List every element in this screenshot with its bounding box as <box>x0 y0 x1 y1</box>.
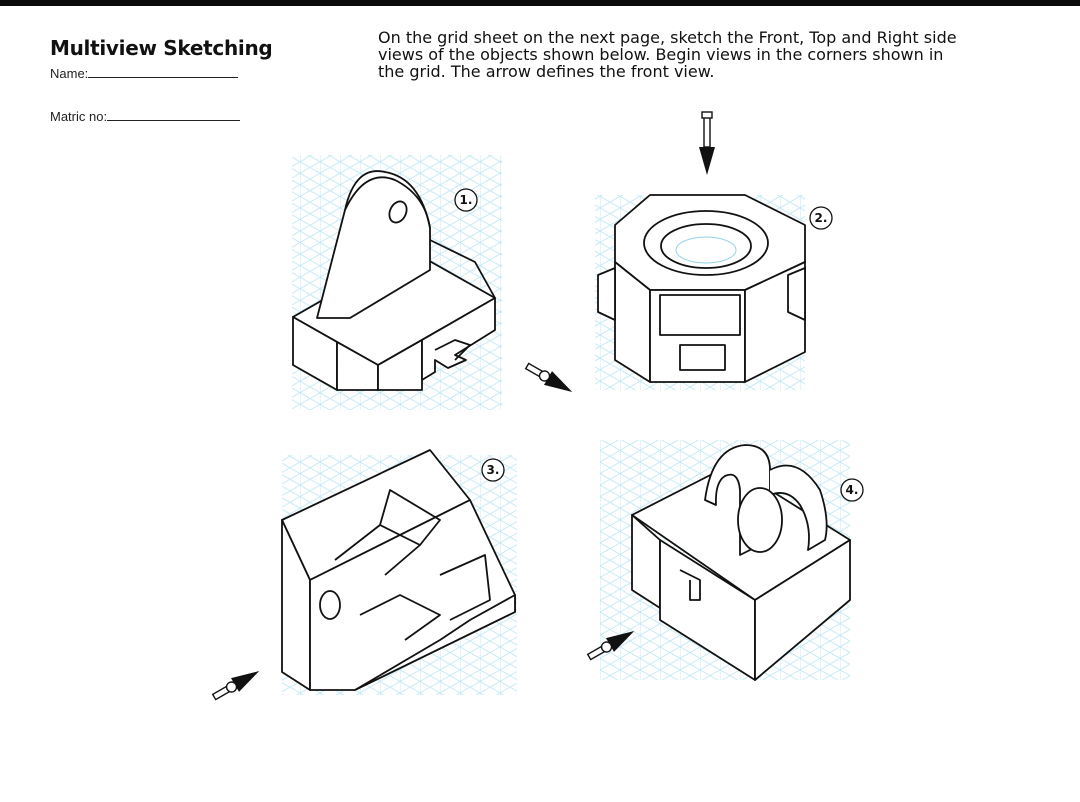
label-2-circle <box>809 206 833 230</box>
object-1-fillet-line <box>429 239 496 299</box>
object-2-front-step <box>659 294 741 336</box>
object-1-base-front <box>377 339 423 391</box>
object-3-cut-upper <box>334 524 421 576</box>
object-3-hole <box>319 590 341 620</box>
object-3-base-step <box>354 594 516 691</box>
object-4-drawing <box>600 440 851 681</box>
object-1-hole <box>388 200 408 224</box>
instructions-text: On the grid sheet on the next page, sket… <box>378 29 1028 80</box>
matric-line[interactable] <box>107 108 241 121</box>
label-3-circle <box>481 458 505 482</box>
object-2-tab-left <box>597 267 616 321</box>
object-1-base-right <box>421 297 496 381</box>
object-2-bore-inner <box>660 223 752 269</box>
arrow-2-icon <box>699 111 715 175</box>
object-4-base-right <box>754 539 851 681</box>
label-2: 2. <box>809 206 833 230</box>
label-1-text: 1. <box>460 193 473 207</box>
label-2-text: 2. <box>815 211 828 225</box>
object-1-upright-edge <box>344 176 431 229</box>
instruction-line: views of the objects shown below. Begin … <box>378 45 944 64</box>
object-1-slot <box>434 339 471 361</box>
label-3: 3. <box>481 458 505 482</box>
object-4-bore <box>737 487 783 553</box>
object-4-arc <box>769 464 828 551</box>
label-4: 4. <box>840 478 864 502</box>
object-2-drawing <box>595 194 806 390</box>
instruction-line: On the grid sheet on the next page, sket… <box>378 28 957 47</box>
object-2-front-slot <box>679 344 726 371</box>
label-1-circle <box>454 188 478 212</box>
arrow-3-icon <box>211 671 260 701</box>
name-label: Name: <box>50 66 89 81</box>
object-3-cut-right <box>439 554 491 621</box>
matric-label: Matric no: <box>50 109 108 124</box>
label-4-circle <box>840 478 864 502</box>
instruction-line: the grid. The arrow defines the front vi… <box>378 62 715 81</box>
arrow-1-icon <box>524 362 573 392</box>
arrow-4-icon <box>586 631 635 661</box>
name-line[interactable] <box>88 65 239 78</box>
object-4-notch <box>679 569 701 601</box>
top-border-bar <box>0 0 1080 6</box>
label-1: 1. <box>454 188 478 212</box>
name-field: Name: <box>50 65 239 81</box>
object-3-cut-lower <box>359 594 441 641</box>
label-3-text: 3. <box>487 463 500 477</box>
matric-field: Matric no: <box>50 108 241 124</box>
object-3-drawing <box>281 449 517 695</box>
object-1-drawing <box>292 155 502 410</box>
object-2-bore-depth <box>675 236 737 264</box>
object-3-cut-upper-wall <box>379 489 441 546</box>
object-2-tab-right <box>787 267 806 321</box>
page-title: Multiview Sketching <box>50 36 273 60</box>
label-4-text: 4. <box>846 483 859 497</box>
